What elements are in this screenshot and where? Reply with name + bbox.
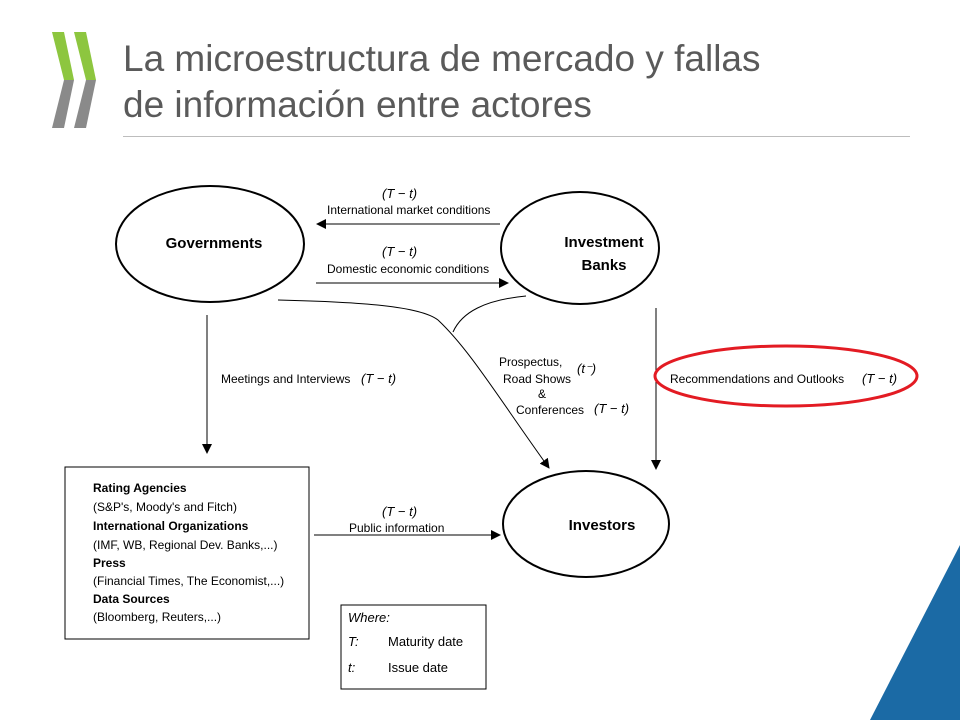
ampersand-label: & — [538, 387, 546, 401]
recommendations-math-label: (T − t) — [862, 371, 897, 386]
press-detail: (Financial Times, The Economist,...) — [93, 574, 284, 588]
title-line-2: de información entre actores — [123, 84, 592, 125]
investors-label: Investors — [569, 517, 636, 534]
logo-green-chevron — [52, 32, 74, 80]
title-divider — [123, 136, 910, 137]
legend-where: Where: — [348, 610, 390, 625]
investment-banks-label-line-2: Banks — [581, 257, 626, 274]
data-sources-title: Data Sources — [93, 592, 170, 606]
legend-T-definition: Maturity date — [388, 634, 463, 649]
recommendations-label: Recommendations and Outlooks — [670, 372, 844, 386]
road-shows-label: Road Shows — [503, 372, 571, 386]
corner-blue-shape — [870, 545, 960, 720]
data-sources-detail: (Bloomberg, Reuters,...) — [93, 610, 221, 624]
international-organizations-detail: (IMF, WB, Regional Dev. Banks,...) — [93, 538, 278, 552]
logo-green-chevron — [74, 32, 96, 80]
prospectus-curve-arrow — [277, 299, 550, 469]
conferences-math-label: (T − t) — [594, 401, 629, 416]
press-title: Press — [93, 556, 126, 570]
logo-gray-chevron — [52, 80, 74, 128]
information-sources-box: Rating Agencies (S&P's, Moody's and Fitc… — [64, 466, 310, 640]
rating-agencies-detail: (S&P's, Moody's and Fitch) — [93, 500, 237, 514]
rating-agencies-title: Rating Agencies — [93, 481, 187, 495]
prospectus-math-label: (t⁻) — [577, 361, 596, 376]
investors-node: Investors — [502, 470, 670, 578]
prospectus-label: Prospectus, — [499, 355, 562, 369]
international-math-label: (T − t) — [382, 186, 417, 201]
meetings-label: Meetings and Interviews — [221, 372, 350, 386]
domestic-conditions-label: Domestic economic conditions — [327, 262, 489, 276]
title-line-1: La microestructura de mercado y fallas — [123, 38, 761, 79]
slide-title: La microestructura de mercado y fallas d… — [123, 36, 923, 128]
domestic-math-label: (T − t) — [382, 244, 417, 259]
meetings-math-label: (T − t) — [361, 371, 396, 386]
banks-join-curve — [452, 295, 527, 333]
legend-T-symbol: T: — [348, 634, 359, 649]
legend-t-symbol: t: — [348, 660, 356, 675]
logo-gray-chevron — [74, 80, 96, 128]
investment-banks-label-line-1: Investment — [564, 234, 643, 251]
public-math-label: (T − t) — [382, 504, 417, 519]
conferences-label: Conferences — [516, 403, 584, 417]
investment-banks-node: Investment Banks — [500, 191, 660, 305]
international-organizations-title: International Organizations — [93, 519, 249, 533]
recommendations-highlight — [653, 344, 919, 408]
governments-label: Governments — [166, 235, 263, 252]
international-conditions-label: International market conditions — [327, 203, 490, 217]
governments-node: Governments — [115, 185, 305, 303]
legend-t-definition: Issue date — [388, 660, 448, 675]
public-information-label: Public information — [349, 521, 444, 535]
legend-box: Where: T: Maturity date t: Issue date — [340, 604, 487, 690]
logo-chevrons-icon — [52, 32, 96, 128]
